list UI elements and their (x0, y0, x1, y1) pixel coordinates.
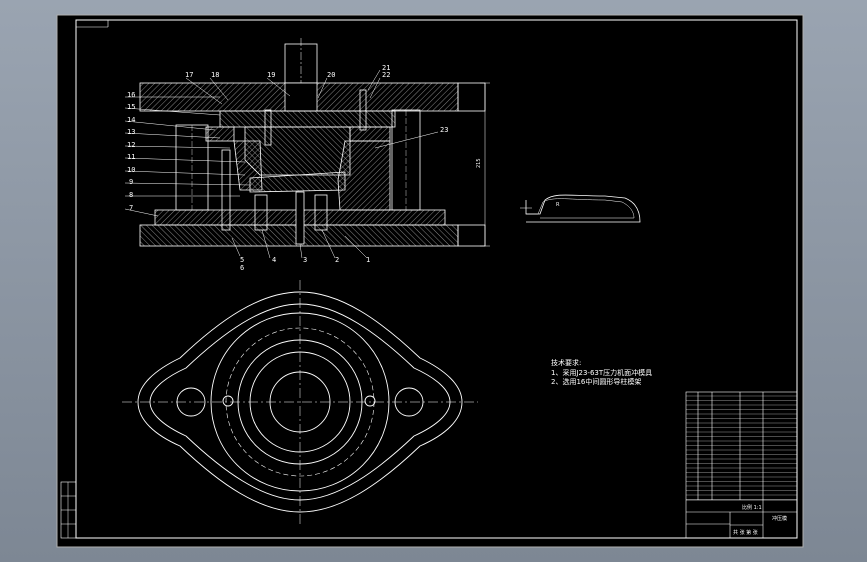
leader-lines (124, 69, 439, 259)
part-label-16: 16 (127, 91, 135, 99)
part-label-4: 4 (272, 256, 276, 264)
flange-outline-outer (137, 291, 463, 513)
part-label-10: 10 (127, 166, 135, 174)
punch-holder (219, 110, 396, 128)
plan-view (122, 280, 478, 525)
part-label-1: 1 (366, 256, 370, 264)
part-label-9: 9 (129, 178, 133, 186)
side-stamp (60, 481, 77, 539)
technical-requirements: 技术要求: 1、采用J23-63T压力机面冲模具 2、选用16中间圆形导柱模架 (551, 358, 652, 386)
part-label-13: 13 (127, 128, 135, 136)
part-label-20: 20 (327, 71, 335, 79)
part-label-19: 19 (267, 71, 275, 79)
blank-strip (249, 171, 346, 193)
tech-req-item-2: 2、选用16中间圆形导柱模架 (551, 377, 641, 386)
title-block-name: 冲压模 (772, 515, 787, 522)
part-label-7: 7 (129, 204, 133, 212)
parts-list-rows (686, 395, 797, 500)
part-profile-view: R (520, 194, 641, 223)
drawing-frame (75, 19, 798, 539)
tech-req-title: 技术要求: (551, 358, 581, 367)
flange-outline-inner (149, 303, 451, 501)
spring-left (254, 194, 268, 231)
pin-hole-right (364, 395, 376, 407)
part-label-14: 14 (127, 116, 135, 124)
part-labels: 17 18 19 20 21 22 16 15 14 13 12 11 10 9… (127, 64, 448, 272)
part-label-11: 11 (127, 153, 135, 161)
part-label-8: 8 (129, 191, 133, 199)
part-label-3: 3 (303, 256, 307, 264)
tech-req-item-1: 1、采用J23-63T压力机面冲模具 (551, 368, 652, 377)
svg-text:R: R (556, 202, 560, 208)
part-label-23: 23 (440, 126, 448, 134)
title-block-sheet: 共 张 第 张 (733, 529, 758, 536)
spring-right (314, 194, 328, 231)
title-block (685, 391, 798, 539)
part-label-17: 17 (185, 71, 193, 79)
section-view (139, 38, 490, 247)
part-label-21: 21 (382, 64, 390, 72)
height-dimension: 215 (476, 158, 482, 168)
part-label-15: 15 (127, 103, 135, 111)
part-label-12: 12 (127, 141, 135, 149)
part-label-5: 5 (240, 256, 244, 264)
pin-hole-left (222, 395, 234, 407)
ejector-pin (295, 191, 305, 245)
part-label-2: 2 (335, 256, 339, 264)
part-label-6: 6 (240, 264, 244, 272)
part-label-18: 18 (211, 71, 219, 79)
title-block-scale: 比例 1:1 (742, 504, 762, 511)
part-label-22: 22 (382, 71, 390, 79)
